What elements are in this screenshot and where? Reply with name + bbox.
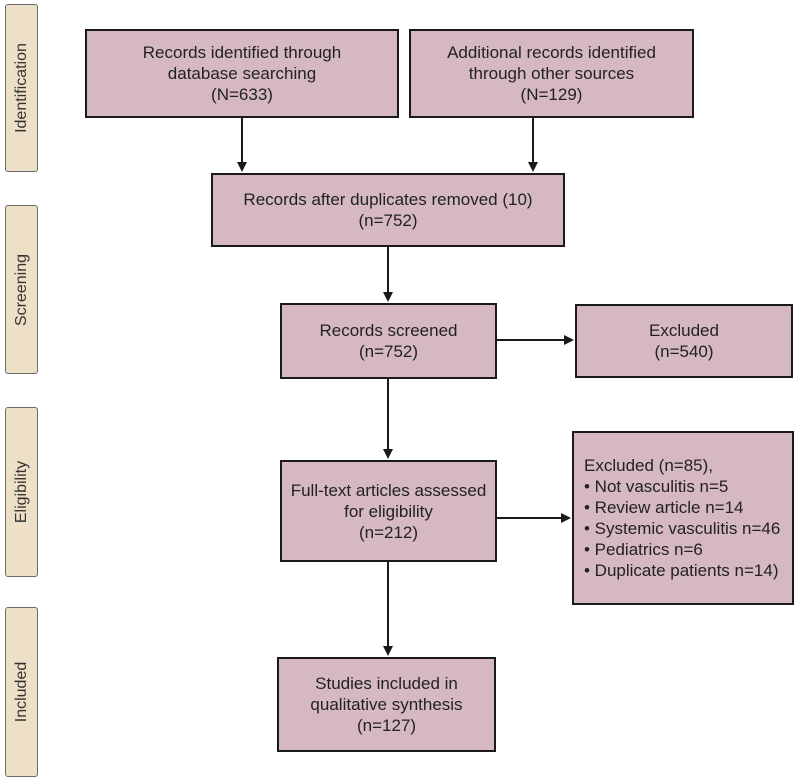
database-count: (N=633) [211, 85, 273, 104]
other-line1: Additional records identified [447, 43, 656, 62]
other-count: (N=129) [520, 85, 583, 104]
excluded-reason-duplicate-patients: • Duplicate patients n=14) [584, 561, 779, 580]
excluded-full-header: Excluded (n=85), [584, 456, 713, 475]
fulltext-line1: Full-text articles assessed [290, 480, 487, 500]
box-fulltext-assessed: Full-text articles assessed for eligibil… [280, 460, 497, 562]
other-line2: through other sources [468, 64, 635, 83]
excluded-reason-systemic-vasculitis: • Systemic vasculitis n=46 [584, 519, 781, 538]
excluded-reason-pediatrics: • Pediatrics n=6 [584, 540, 703, 559]
box-other-records: Additional records identified through ot… [409, 29, 694, 118]
fulltext-count: (n=212) [358, 522, 419, 542]
excluded-screen-line1: Excluded [649, 321, 719, 340]
stage-screening: Screening [5, 205, 38, 374]
database-line2: database searching [167, 64, 317, 83]
included-line2: qualitative synthesis [310, 695, 463, 714]
excluded-screen-count: (n=540) [654, 342, 714, 361]
box-duplicates-removed: Records after duplicates removed (10) (n… [211, 173, 565, 247]
stage-included: Included [5, 607, 38, 777]
box-excluded-fulltext: Excluded (n=85), • Not vasculitis n=5 • … [572, 431, 794, 605]
screened-line1: Records screened [319, 321, 458, 340]
stage-identification: Identification [5, 4, 38, 172]
box-excluded-screening: Excluded (n=540) [575, 304, 793, 378]
stage-eligibility: Eligibility [5, 407, 38, 577]
fulltext-line2: for eligibility [344, 501, 433, 521]
duplicates-line1: Records after duplicates removed (10) [243, 190, 533, 209]
excluded-reason-not-vasculitis: • Not vasculitis n=5 [584, 477, 729, 496]
included-count: (n=127) [356, 716, 417, 735]
duplicates-count: (n=752) [358, 211, 418, 230]
box-database-records: Records identified through database sear… [85, 29, 399, 118]
box-records-screened: Records screened (n=752) [280, 303, 497, 379]
included-line1: Studies included in [315, 674, 458, 693]
excluded-reason-review-article: • Review article n=14 [584, 498, 744, 517]
box-studies-included: Studies included in qualitative synthesi… [277, 657, 496, 752]
database-line1: Records identified through [142, 43, 342, 62]
screened-count: (n=752) [358, 342, 419, 361]
